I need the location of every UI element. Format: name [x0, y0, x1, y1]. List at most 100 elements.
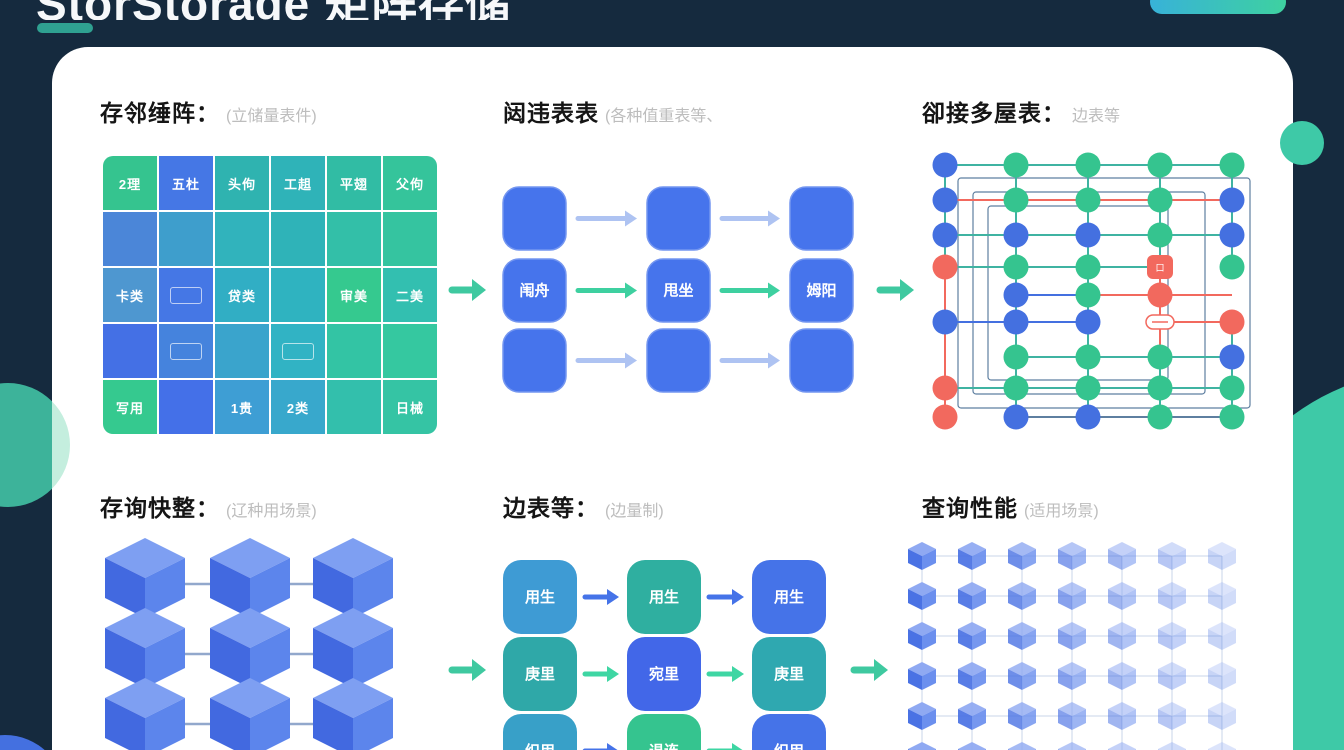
small-cube-top [1208, 742, 1236, 750]
connector-head [874, 659, 888, 681]
network-node-glyph: 口 [1155, 263, 1164, 273]
small-cube [908, 582, 936, 610]
flow-node [789, 186, 854, 251]
network-node [1075, 222, 1101, 248]
cube-right-face [353, 558, 393, 618]
flow-node-label: 闱舟 [519, 282, 549, 300]
small-cube-left [1008, 629, 1022, 650]
small-cube [1008, 702, 1036, 730]
small-cube [908, 542, 936, 570]
matrix-cell [215, 324, 269, 378]
matrix-cell-rect-icon [170, 342, 202, 360]
panel-heading-query-speed: 存询快整：(辽种用场景) [100, 489, 317, 523]
matrix-cell [327, 212, 381, 266]
arrow-head [625, 352, 637, 369]
small-cube-right [1072, 709, 1086, 730]
cube-right-face [145, 628, 185, 688]
panel-title: 卻接多屋表： [922, 100, 1066, 126]
small-cube [1108, 622, 1136, 650]
matrix-cell-label: 审美 [339, 288, 368, 304]
matrix-cell-label: 写用 [115, 400, 144, 416]
small-cube-right [972, 589, 986, 610]
network-node [1003, 254, 1029, 280]
network-node [1003, 309, 1029, 335]
network-node [932, 375, 958, 401]
network-node [1003, 344, 1029, 370]
small-cube-right [1172, 549, 1186, 570]
small-cube [908, 622, 936, 650]
small-cube [958, 702, 986, 730]
small-cube-top [1058, 742, 1086, 750]
matrix-cell-rect-icon [170, 286, 202, 304]
network-node [1219, 309, 1245, 335]
matrix-cell [383, 324, 437, 378]
small-cube [1108, 702, 1136, 730]
header-pill-button[interactable] [1150, 0, 1286, 14]
small-cube-top [1158, 702, 1186, 716]
matrix-cell-rect-icon [282, 342, 314, 360]
small-cube-left [1108, 549, 1122, 570]
small-cube-right [1022, 629, 1036, 650]
cube-left-face [210, 698, 250, 750]
cube-right-face [145, 558, 185, 618]
matrix-cell [159, 212, 213, 266]
flow-node-label: 退连 [649, 742, 680, 750]
small-cube-left [1008, 669, 1022, 690]
small-cube-left [958, 629, 972, 650]
small-cube-top [1158, 742, 1186, 750]
small-cube-left [1008, 709, 1022, 730]
cube-left-face [313, 628, 353, 688]
flow-node-label: 织用 [525, 742, 555, 750]
panel-title: 闼违表表 [503, 100, 599, 126]
matrix-cell-label: 父佝 [395, 176, 424, 192]
network-node [1075, 375, 1101, 401]
small-cube [1208, 582, 1236, 610]
panel-connector-arrow [448, 279, 486, 301]
small-cube-right [1222, 589, 1236, 610]
panel-title: 存邻缍阵： [100, 100, 220, 126]
matrix-cell [159, 380, 213, 434]
network-node [1003, 152, 1029, 178]
small-cube-right [1172, 709, 1186, 730]
network-node [1147, 404, 1173, 430]
small-cube-left [908, 589, 922, 610]
small-cube [958, 742, 986, 750]
network-node [1003, 187, 1029, 213]
matrix-cell-label: 2理 [118, 176, 142, 192]
small-cube-right [1122, 709, 1136, 730]
matrix-cell-label: 2类 [286, 400, 310, 416]
matrix-cell: 1贵 [215, 380, 269, 434]
small-cube [1058, 702, 1086, 730]
flow-node-label: 庚里 [525, 665, 555, 683]
small-cube-right [1122, 629, 1136, 650]
page-title: StorStorage 矩阵存储 [36, 0, 736, 20]
connector-head [472, 659, 486, 681]
small-cube-left [1058, 549, 1072, 570]
small-cube [1008, 662, 1036, 690]
matrix-cell: 日械 [383, 380, 437, 434]
arrow-head [607, 743, 618, 750]
matrix-cell-label: 二美 [395, 288, 424, 304]
matrix-cell: 2理 [103, 156, 157, 210]
matrix-cell: 工趄 [271, 156, 325, 210]
matrix-cell: 写用 [103, 380, 157, 434]
network-node [1075, 254, 1101, 280]
flow-node-label: 用生 [649, 588, 679, 606]
small-cube [1058, 582, 1086, 610]
flow-node-label: 庚里 [774, 665, 804, 683]
small-cube-right [1172, 669, 1186, 690]
small-cube-top [1158, 582, 1186, 596]
matrix-cell-label: 头佝 [227, 176, 256, 192]
flow-node-label: 宛里 [648, 665, 679, 683]
panel-title: 边表等： [503, 495, 599, 521]
small-cube-top [1208, 662, 1236, 676]
flow-node [503, 714, 577, 750]
small-cube-right [1172, 589, 1186, 610]
cube-left-face [105, 628, 145, 688]
network-node [1003, 222, 1029, 248]
network-node [1075, 282, 1101, 308]
network-node [1147, 187, 1173, 213]
network-node [932, 404, 958, 430]
flow-node-label: 织用 [774, 742, 804, 750]
small-cube-right [1072, 629, 1086, 650]
